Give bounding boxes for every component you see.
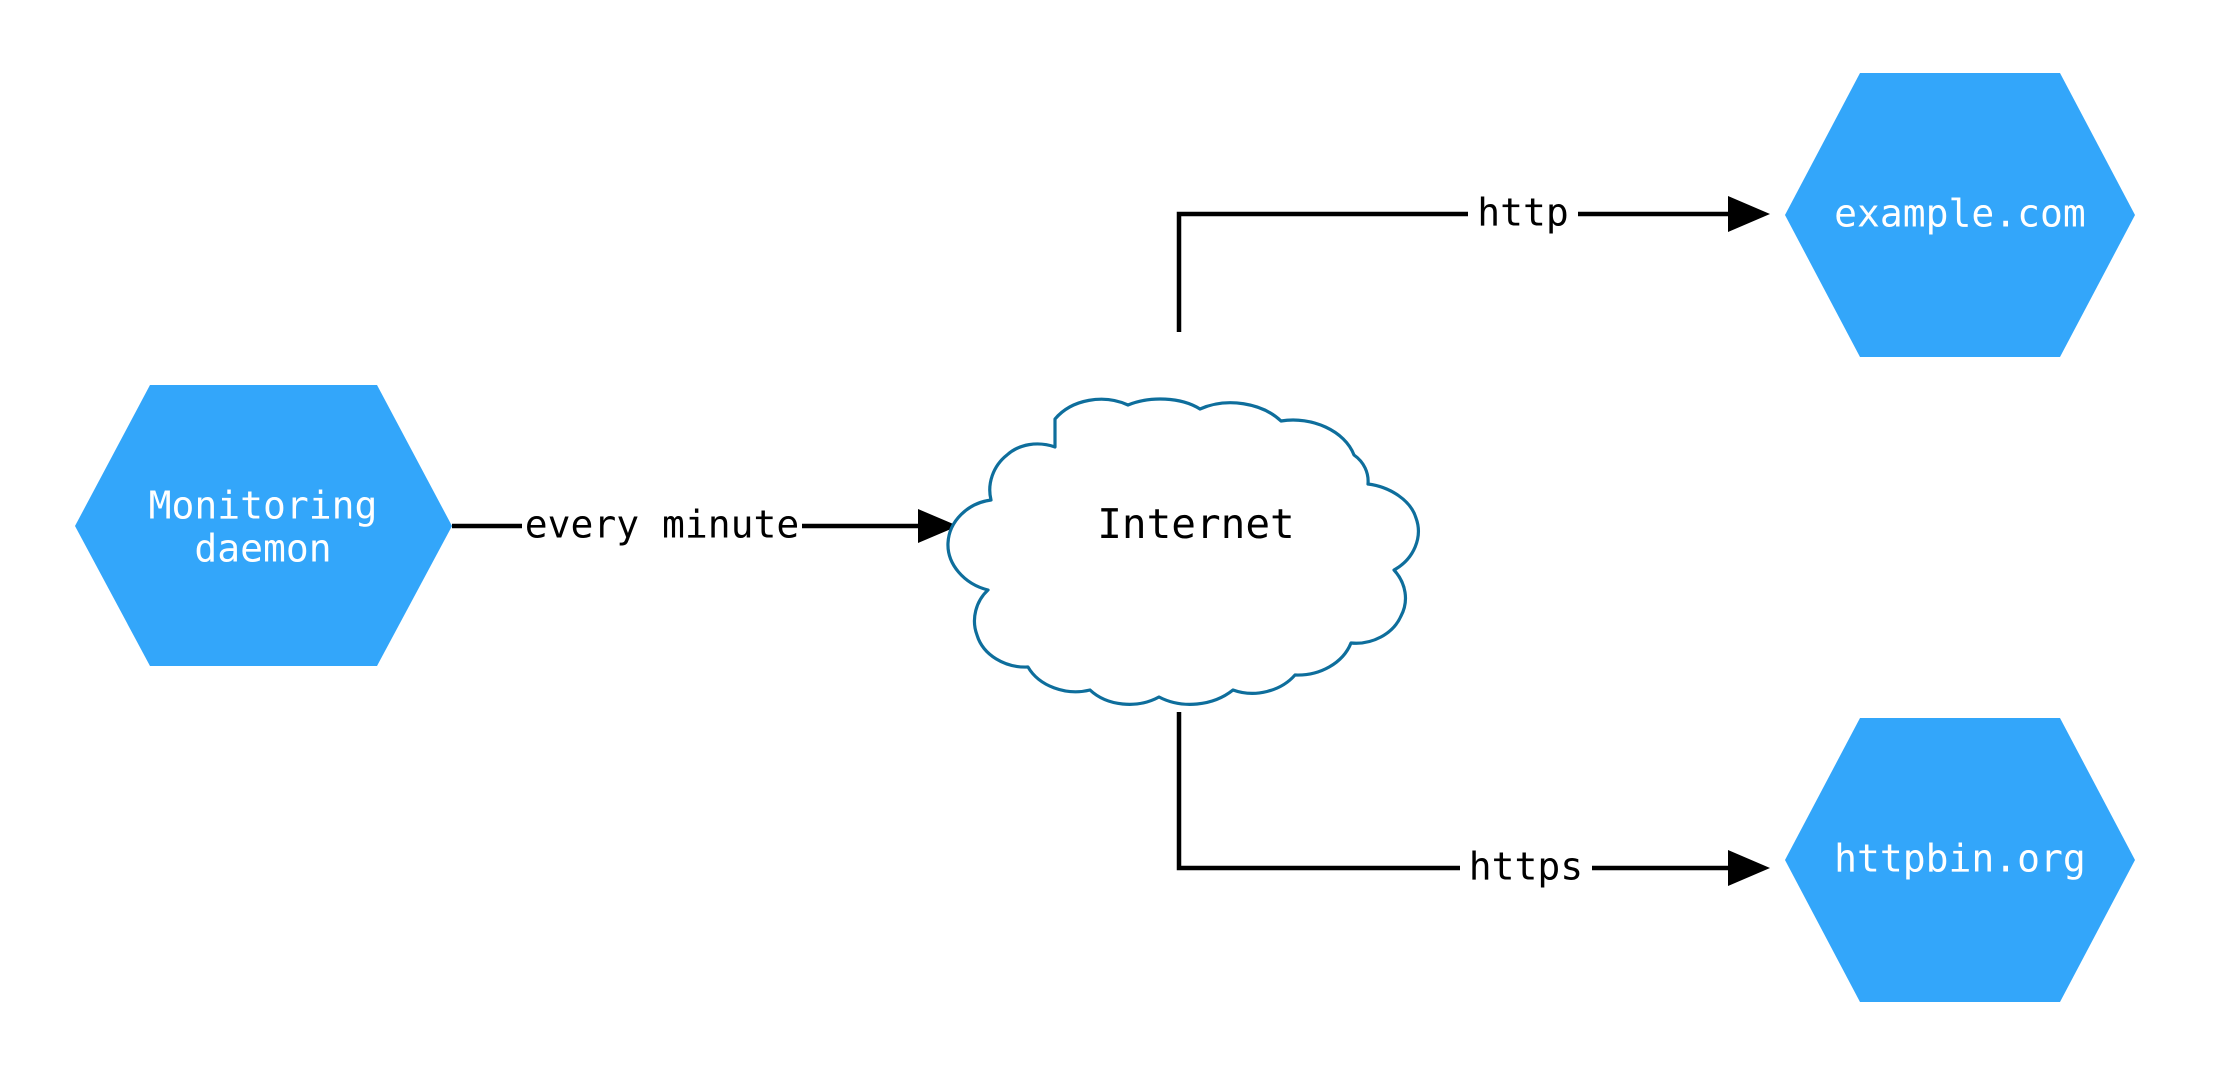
edge-label-https: https [1469, 845, 1583, 889]
hexagon-shape-example-com [1785, 73, 2135, 357]
node-label-httpbin-org: httpbin.org [1834, 837, 2086, 881]
hexagon-shape-httpbin-org [1785, 718, 2135, 1002]
edge-label-every-minute: every minute [525, 503, 800, 547]
edge-label-backdrop-http [1468, 188, 1578, 240]
node-label-monitoring-daemon-line2: daemon [194, 527, 331, 571]
arrowhead-icon-every-minute [918, 509, 958, 543]
edge-label-backdrop-https [1460, 842, 1592, 894]
node-label-example-com: example.com [1834, 192, 2086, 236]
edge-label-http: http [1477, 191, 1569, 235]
edge-label-backdrop-every-minute [522, 500, 802, 552]
node-label-monitoring-daemon-line1: Monitoring [149, 484, 378, 528]
arrowhead-icon-http [1728, 196, 1770, 232]
edge-daemon-to-internet[interactable]: every minute [452, 500, 958, 552]
node-httpbin-org[interactable]: httpbin.org [1785, 718, 2135, 1002]
node-internet[interactable]: Internet [946, 397, 1420, 706]
cloud-shape-internet [946, 397, 1420, 706]
node-monitoring-daemon[interactable]: Monitoring daemon [75, 385, 452, 666]
edge-internet-to-httpbin[interactable]: https [1176, 712, 1770, 894]
node-label-internet: Internet [1097, 500, 1294, 548]
node-example-com[interactable]: example.com [1785, 73, 2135, 357]
hexagon-shape-monitoring-daemon [75, 385, 452, 666]
arrowhead-icon-https [1728, 850, 1770, 886]
edge-internet-to-example[interactable]: http [1176, 188, 1770, 332]
